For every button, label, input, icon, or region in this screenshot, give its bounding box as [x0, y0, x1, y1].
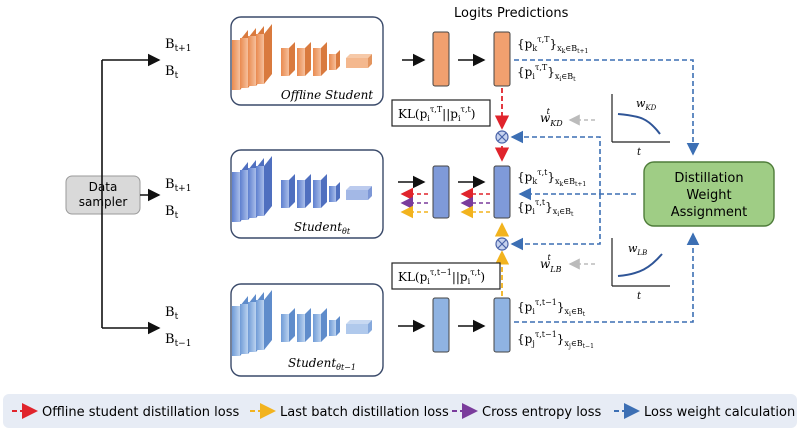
legend-item-offline: Offline student distillation loss: [12, 403, 240, 420]
w-kd-plot-title: wKD: [636, 97, 657, 112]
offline-pred-bar: [493, 31, 511, 87]
legend-label-crossentropy: Cross entropy loss: [482, 405, 602, 420]
batch-label-mid-2: Bt: [165, 204, 179, 221]
legend-bar: [3, 394, 797, 428]
w-lb-label: wLBt: [540, 253, 562, 274]
w-lb-plot-axis: t: [637, 291, 642, 302]
prev-pred-j: {pjτ,t−1}xj∈Bt−1: [517, 330, 594, 350]
w-kd-plot-axis: t: [637, 147, 642, 158]
batch-label-mid-1: Bt+1: [165, 177, 191, 194]
offline-pred-k: {pkτ,T}xk∈Bt+1: [517, 35, 588, 55]
current-pred-bar: [493, 165, 511, 219]
offline-student-label: Offline Student: [281, 88, 373, 102]
kl-top-text: KL(piτ,T||piτ,t): [398, 105, 475, 123]
prev-logits-bar: [432, 297, 450, 353]
data-sampler-label-1: Data: [89, 180, 118, 194]
dwa-to-kd-node: [510, 130, 601, 194]
dwa-label-1: Distillation: [674, 171, 743, 186]
previous-student-label: Studentθt−1: [288, 356, 356, 372]
w-kd-plot: [611, 94, 670, 143]
prev-pred-i: {piτ,t−1}xi∈Bt: [517, 298, 586, 318]
data-sampler-label-2: sampler: [79, 195, 128, 209]
offline-to-dwa-path: [514, 59, 700, 156]
dwa-to-lb-node: [510, 194, 601, 251]
previous-student-network: [232, 290, 372, 356]
legend-label-lastbatch: Last batch distillation loss: [280, 405, 449, 420]
current-pred-k: {pkτ,t}xk∈Bt+1: [517, 168, 586, 188]
current-student-label: Studentθt: [294, 220, 351, 236]
batch-label-top-1: Bt+1: [165, 37, 191, 54]
predictions-header: Predictions: [497, 6, 569, 21]
w-lb-plot: [611, 238, 670, 287]
dwa-label-2: Weight: [686, 188, 731, 203]
current-student-network: [232, 156, 372, 222]
dwa-box: [643, 161, 775, 227]
w-kd-label: wKDt: [540, 107, 563, 128]
kl-top-box: [391, 99, 491, 127]
prev-pred-bar: [493, 297, 511, 353]
logits-header: Logits: [454, 6, 493, 21]
legend-item-lossweight: Loss weight calculation: [614, 403, 795, 420]
kl-bottom-box: [391, 262, 501, 290]
legend-label-offline: Offline student distillation loss: [42, 405, 240, 420]
w-lb-plot-title: wLB: [628, 242, 647, 257]
offline-student-network: [232, 24, 372, 90]
kd-multiply-node: [495, 130, 509, 144]
offline-pred-i: {piτ,T}xi∈Bt: [517, 63, 576, 83]
lb-multiply-node: [495, 237, 509, 251]
prev-to-dwa-path: [514, 232, 700, 323]
current-pred-i: {piτ,t}xi∈Bt: [517, 198, 574, 218]
legend-item-crossentropy: Cross entropy loss: [452, 403, 602, 420]
batch-label-bot-2: Bt−1: [165, 332, 191, 349]
legend-label-lossweight: Loss weight calculation: [644, 405, 795, 420]
batch-label-top-2: Bt: [165, 64, 179, 81]
dwa-label-3: Assignment: [671, 205, 748, 220]
legend-item-lastbatch: Last batch distillation loss: [250, 403, 449, 420]
offline-logits-bar: [432, 31, 450, 87]
batch-label-bot-1: Bt: [165, 305, 179, 322]
current-logits-bar: [432, 165, 450, 219]
